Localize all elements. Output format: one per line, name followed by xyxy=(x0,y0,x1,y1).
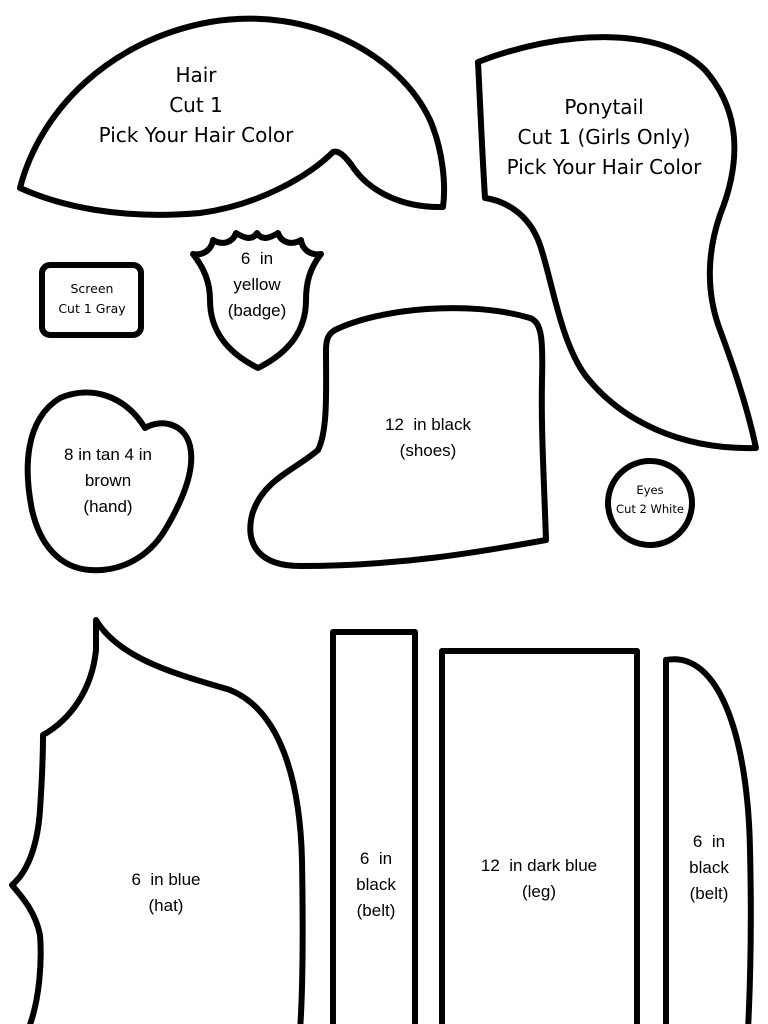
hat-label-line2: (hat) xyxy=(149,896,184,915)
ponytail-outline xyxy=(475,34,759,452)
belt-right-label-line3: (belt) xyxy=(690,884,729,903)
hat-label-line1: 6 in blue xyxy=(132,870,201,889)
ponytail-label-line2: Cut 1 (Girls Only) xyxy=(518,125,691,149)
belt-left-outline xyxy=(330,629,418,1024)
shoes-label-line2: (shoes) xyxy=(400,441,457,460)
hair-label-line3: Pick Your Hair Color xyxy=(99,123,295,147)
shoes-outline xyxy=(247,305,549,569)
badge-label-line3: (badge) xyxy=(228,301,287,320)
eyes-outline xyxy=(605,458,695,548)
hand-label-line2: brown xyxy=(85,471,131,490)
screen-outline xyxy=(39,262,144,338)
badge-piece: 6 in yellow (badge) xyxy=(190,230,324,371)
hair-label-line2: Cut 1 xyxy=(169,93,223,117)
ponytail-piece: Ponytail Cut 1 (Girls Only) Pick Your Ha… xyxy=(475,34,759,452)
hand-piece: 8 in tan 4 in brown (hand) xyxy=(24,389,195,574)
badge-label-line1: 6 in xyxy=(241,249,273,268)
hand-outline xyxy=(24,389,195,574)
belt-right-outline xyxy=(663,656,754,1024)
hat-piece: 6 in blue (hat) xyxy=(9,617,306,1024)
screen-label-line2: Cut 1 Gray xyxy=(58,301,126,316)
screen-piece: Screen Cut 1 Gray xyxy=(39,262,144,338)
eyes-label-line2: Cut 2 White xyxy=(616,502,684,516)
belt-left-label-line3: (belt) xyxy=(357,901,396,920)
belt-left-piece: 6 in black (belt) xyxy=(330,629,418,1024)
hand-label-line3: (hand) xyxy=(83,497,132,516)
screen-label-line1: Screen xyxy=(71,281,114,296)
belt-right-piece: 6 in black (belt) xyxy=(663,656,754,1024)
eyes-piece: Eyes Cut 2 White xyxy=(605,458,695,548)
shoes-piece: 12 in black (shoes) xyxy=(247,305,549,569)
leg-label-line1: 12 in dark blue xyxy=(481,856,597,875)
badge-outline xyxy=(190,230,324,371)
belt-right-label-line1: 6 in xyxy=(693,832,725,851)
leg-piece: 12 in dark blue (leg) xyxy=(439,648,640,1024)
hat-outline xyxy=(9,617,306,1024)
hand-label-line1: 8 in tan 4 in xyxy=(64,445,152,464)
shoes-label-line1: 12 in black xyxy=(385,415,471,434)
belt-left-label-line2: black xyxy=(356,875,396,894)
ponytail-label-line1: Ponytail xyxy=(564,95,643,119)
leg-label-line2: (leg) xyxy=(522,882,556,901)
leg-outline xyxy=(439,648,640,1024)
hair-outline xyxy=(17,15,448,218)
hair-label-line1: Hair xyxy=(175,63,217,87)
badge-label-line2: yellow xyxy=(233,275,281,294)
hair-piece: Hair Cut 1 Pick Your Hair Color xyxy=(17,15,448,218)
ponytail-label-line3: Pick Your Hair Color xyxy=(507,155,703,179)
belt-right-label-line2: black xyxy=(689,858,729,877)
eyes-label-line1: Eyes xyxy=(636,483,663,497)
belt-left-label-line1: 6 in xyxy=(360,849,392,868)
